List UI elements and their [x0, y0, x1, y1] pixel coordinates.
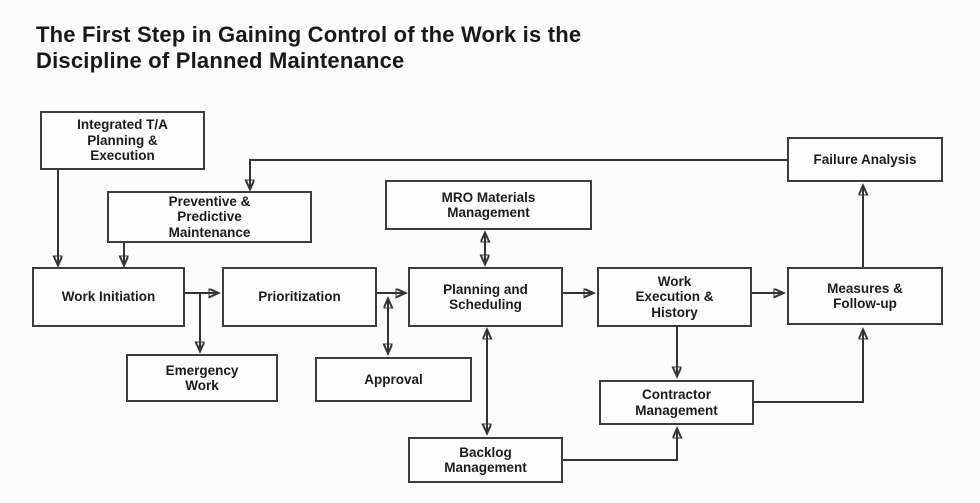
- node-failure-analysis: Failure Analysis: [787, 137, 943, 182]
- diagram-title: The First Step in Gaining Control of the…: [36, 22, 582, 73]
- node-planning-scheduling: Planning and Scheduling: [408, 267, 563, 327]
- node-contractor-management: Contractor Management: [599, 380, 754, 425]
- node-emergency-work: Emergency Work: [126, 354, 278, 402]
- node-work-initiation: Work Initiation: [32, 267, 185, 327]
- node-work-execution: Work Execution & History: [597, 267, 752, 327]
- edge-contractor-management-measures-followup: [754, 331, 863, 403]
- node-backlog-management: Backlog Management: [408, 437, 563, 483]
- node-measures-followup: Measures & Follow-up: [787, 267, 943, 325]
- node-preventive-predictive: Preventive & Predictive Maintenance: [107, 191, 312, 243]
- node-approval: Approval: [315, 357, 472, 402]
- node-integrated-ta: Integrated T/A Planning & Execution: [40, 111, 205, 170]
- node-prioritization: Prioritization: [222, 267, 377, 327]
- edge-backlog-management-contractor-management: [563, 430, 677, 461]
- node-mro-materials: MRO Materials Management: [385, 180, 592, 230]
